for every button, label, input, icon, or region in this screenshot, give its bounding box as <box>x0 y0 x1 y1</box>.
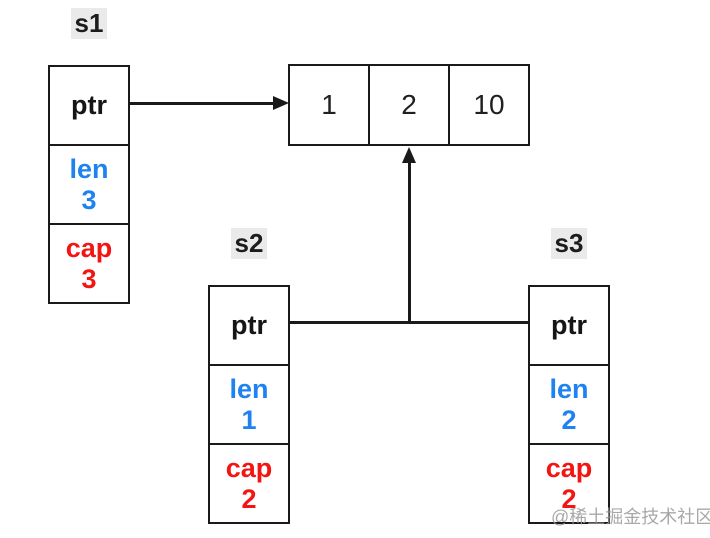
s3-struct-box: ptr len 2 cap 2 <box>528 285 610 524</box>
s3-cap-label: cap <box>545 453 593 484</box>
shared-ptr-arrow-line <box>408 161 411 323</box>
s1-len-cell: len 3 <box>50 144 128 223</box>
s1-cap-cell: cap 3 <box>50 223 128 302</box>
s2-label: s2 <box>208 228 290 259</box>
s1-ptr-arrow-line <box>130 102 276 105</box>
s1-label-text: s1 <box>70 8 108 39</box>
s1-ptr-arrowhead-icon <box>273 96 289 110</box>
array-cell-0: 1 <box>321 89 337 120</box>
s2-len-cell: len 1 <box>210 364 288 443</box>
s2-label-text: s2 <box>230 228 268 259</box>
s2-cap-cell: cap 2 <box>210 443 288 522</box>
shared-ptr-arrowhead-icon <box>402 147 416 163</box>
s2-cap-label: cap <box>225 453 273 484</box>
s2-len-value: 1 <box>241 404 257 435</box>
s1-ptr-cell: ptr <box>50 67 128 144</box>
s1-len-label: len <box>69 154 109 185</box>
s3-label: s3 <box>528 228 610 259</box>
s1-len-value: 3 <box>81 184 97 215</box>
s3-ptr-cell: ptr <box>530 287 608 364</box>
s3-len-cell: len 2 <box>530 364 608 443</box>
s1-ptr-label: ptr <box>71 90 107 121</box>
s3-len-label: len <box>549 374 589 405</box>
watermark-text: @稀土掘金技术社区 <box>551 507 710 527</box>
array-cell-2: 10 <box>448 66 528 144</box>
s3-ptr-label: ptr <box>551 310 587 341</box>
backing-array-box: 1 2 10 <box>288 64 530 146</box>
array-cell-1: 2 <box>368 66 448 144</box>
s2-ptr-label: ptr <box>231 310 267 341</box>
s2-len-label: len <box>229 374 269 405</box>
s1-struct-box: ptr len 3 cap 3 <box>48 65 130 304</box>
s3-cap-value: 2 <box>561 483 577 514</box>
s3-label-text: s3 <box>550 228 588 259</box>
s3-cap-cell: cap 2 <box>530 443 608 522</box>
s1-cap-value: 3 <box>81 263 97 294</box>
s1-label: s1 <box>48 8 130 39</box>
s3-len-value: 2 <box>561 404 577 435</box>
s2-ptr-cell: ptr <box>210 287 288 364</box>
s2-struct-box: ptr len 1 cap 2 <box>208 285 290 524</box>
s1-cap-label: cap <box>65 233 113 264</box>
s2-cap-value: 2 <box>241 483 257 514</box>
